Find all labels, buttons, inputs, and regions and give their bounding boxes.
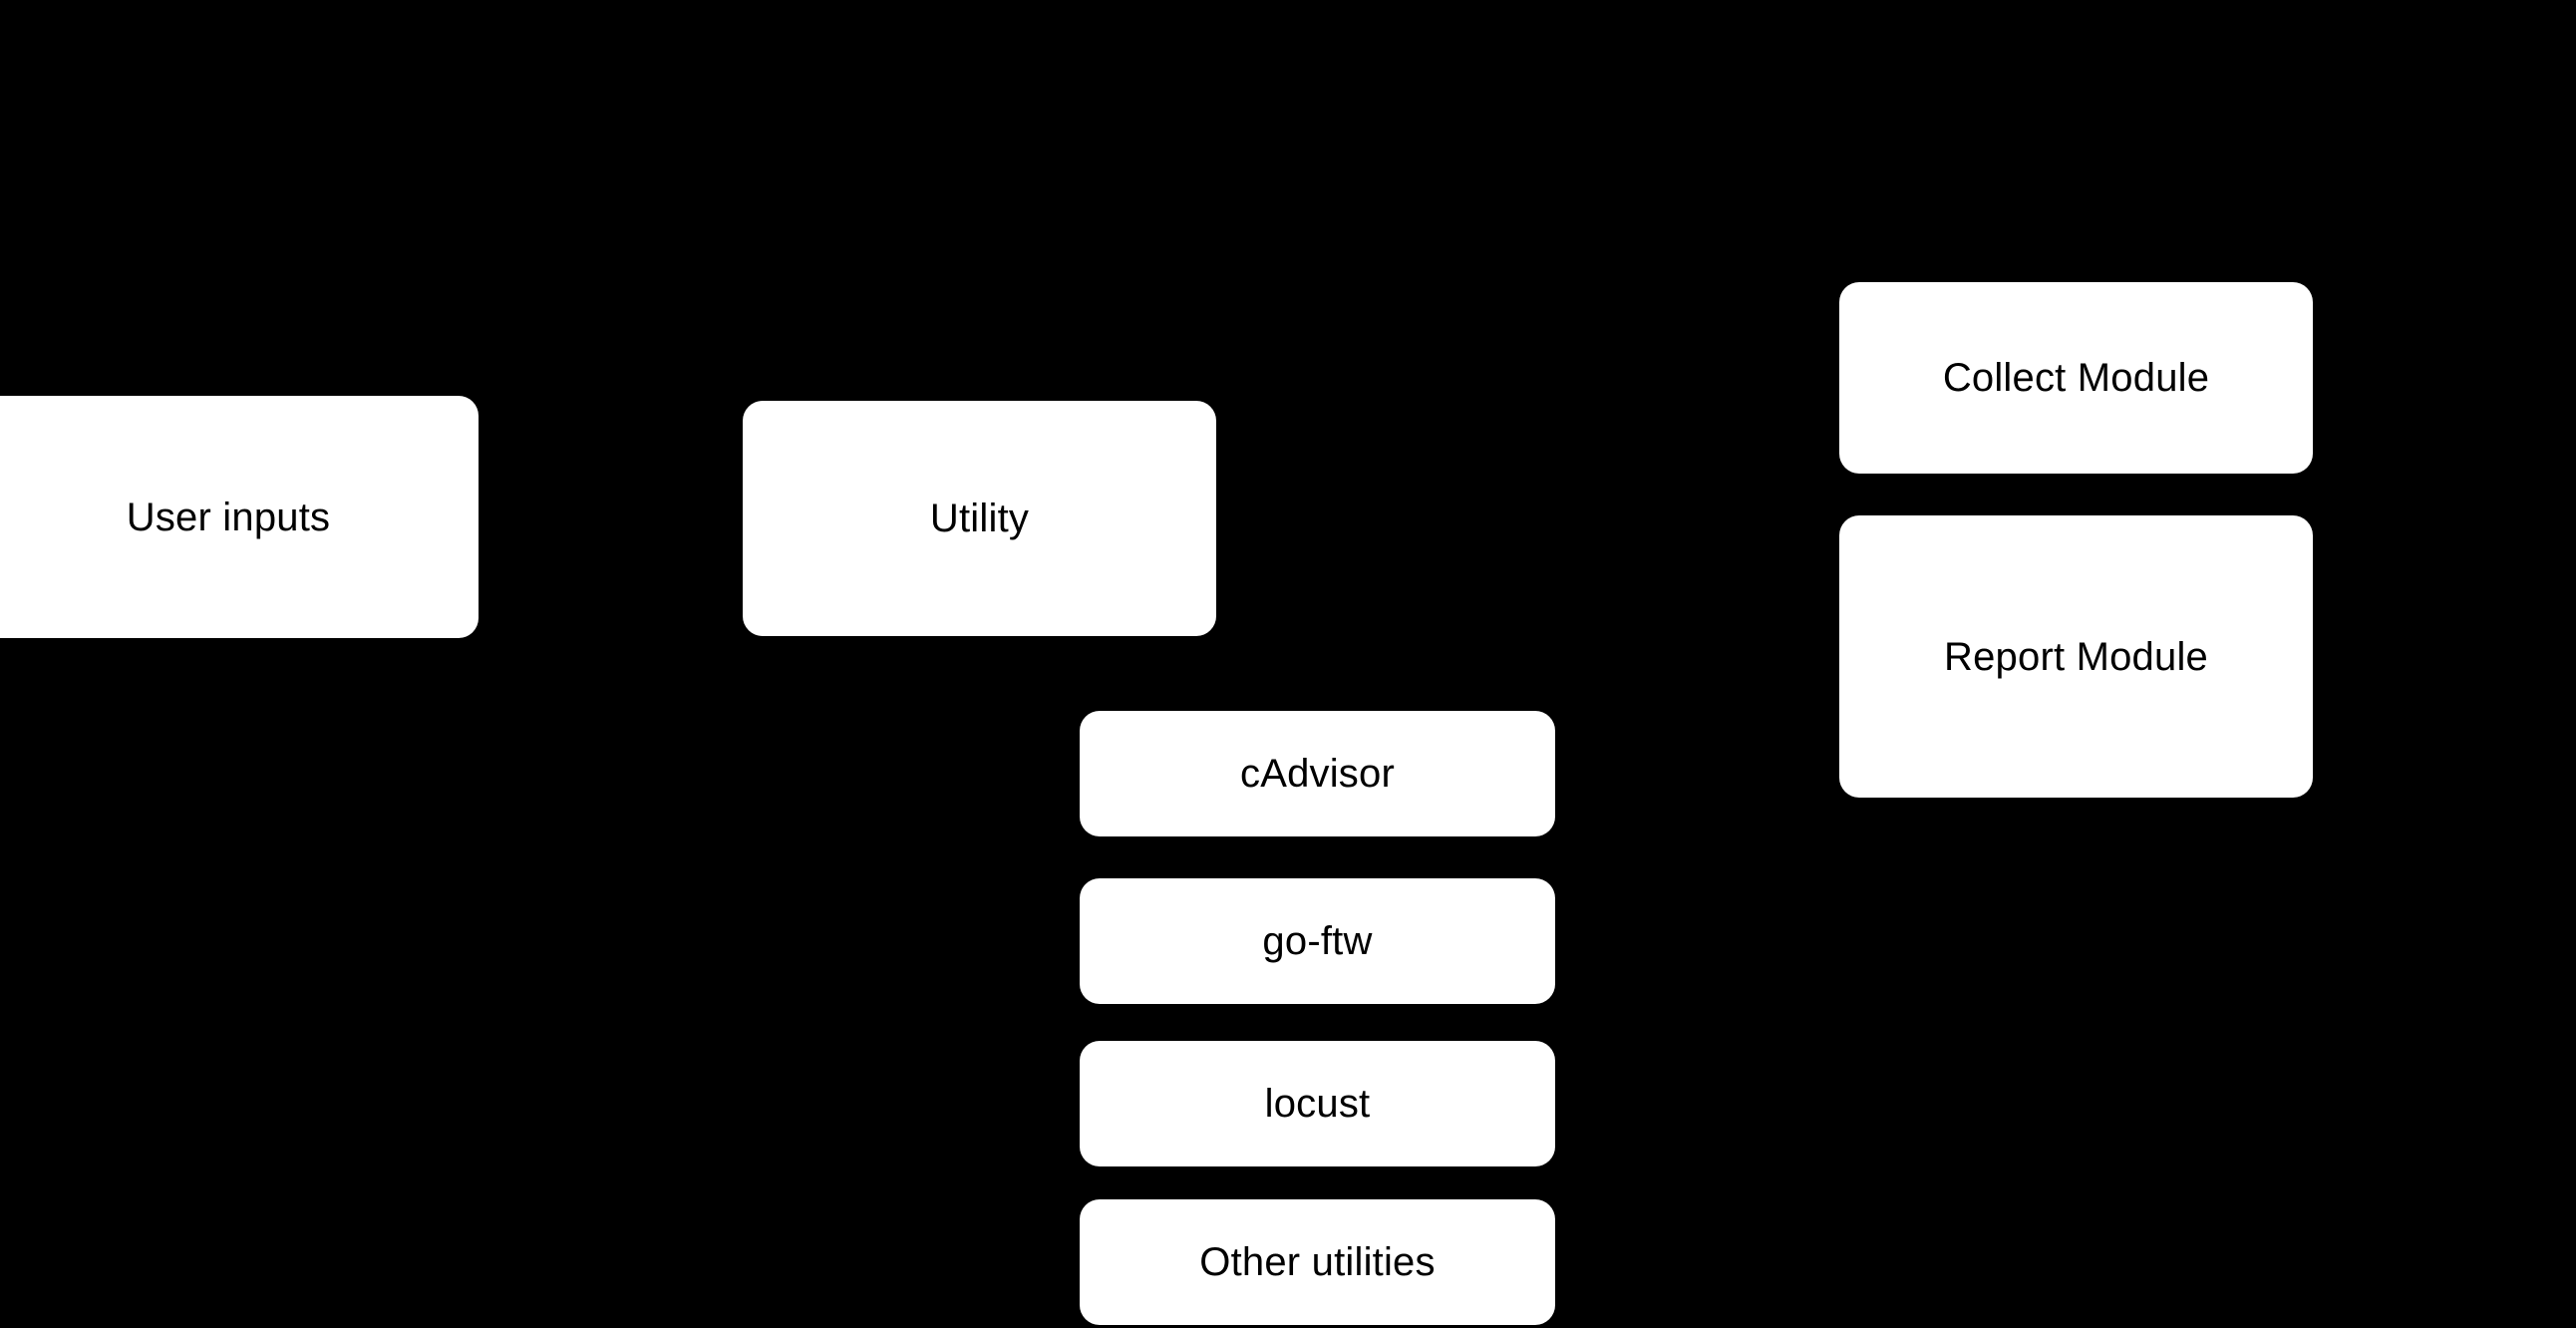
node-label-go-ftw: go-ftw: [1262, 919, 1373, 963]
node-go-ftw[interactable]: go-ftw: [1080, 878, 1555, 1004]
node-collect-module[interactable]: Collect Module: [1839, 282, 2313, 474]
node-utility[interactable]: Utility: [743, 401, 1216, 636]
node-locust[interactable]: locust: [1080, 1041, 1555, 1166]
node-user-inputs[interactable]: User inputs: [0, 396, 479, 638]
node-other-utilities[interactable]: Other utilities: [1080, 1199, 1555, 1325]
node-label-report-module: Report Module: [1944, 634, 2208, 679]
node-label-utility: Utility: [929, 497, 1030, 540]
node-label-user-inputs: User inputs: [126, 495, 331, 539]
node-report-module[interactable]: Report Module: [1839, 515, 2313, 798]
node-label-other-utilities: Other utilities: [1199, 1240, 1436, 1284]
node-label-locust: locust: [1264, 1082, 1371, 1126]
node-label-cadvisor: cAdvisor: [1240, 752, 1395, 796]
node-cadvisor[interactable]: cAdvisor: [1080, 711, 1555, 836]
node-label-collect-module: Collect Module: [1942, 356, 2210, 400]
